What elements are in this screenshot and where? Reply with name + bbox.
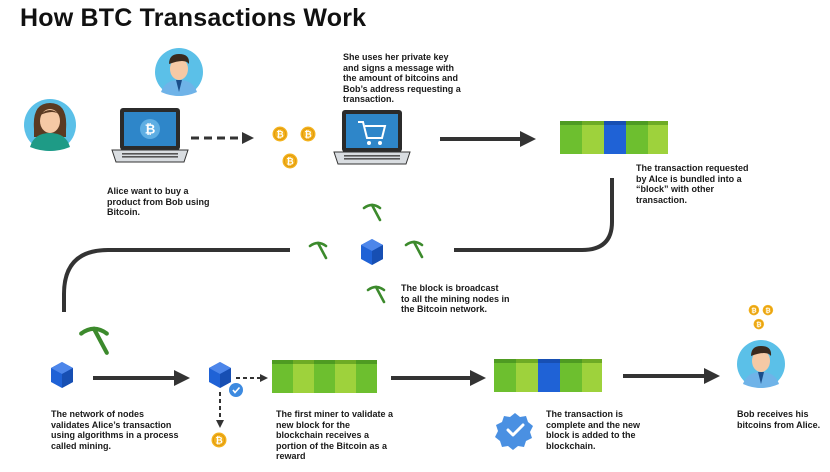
curve-to-mining-left (62, 248, 290, 312)
caption-line: The block is broadcast (401, 283, 499, 293)
caption-bob-receives: Bob receives his bitcoins from Alice. (737, 409, 820, 430)
caption-alice-buy: Alice want to buy a product from Bob usi… (107, 186, 210, 218)
pick-icon-bottom (366, 285, 386, 304)
caption-line: product from Bob using (107, 196, 210, 207)
pick-icon-right (404, 240, 424, 259)
caption-line: blockchain. (546, 440, 596, 451)
reward-coin-icon (211, 432, 227, 448)
caption-line: bitcoins from Alice. (737, 419, 821, 430)
coins-cluster (272, 126, 316, 169)
block-row-validated (272, 360, 377, 393)
laptop-bitcoin: ₿ (111, 108, 189, 163)
caption-line: using algorithms in a process (51, 430, 179, 440)
caption-line: The first miner to validate a (276, 409, 394, 419)
curve-to-broadcast-right (454, 178, 614, 252)
block-row-complete (494, 359, 602, 392)
caption-line: validates Alice’s transaction (51, 419, 172, 430)
verified-badge-small (229, 383, 243, 397)
caption-mining: The network of nodes validates Alice’s t… (51, 409, 179, 451)
caption-line: The transaction requested (636, 163, 749, 173)
caption-line: Bob’s address requesting a (343, 83, 461, 94)
bob-avatar-bottom (737, 340, 785, 388)
caption-line: The network of nodes (51, 409, 145, 419)
svg-text:₿: ₿ (145, 123, 156, 138)
caption-line: transaction. (343, 94, 395, 104)
caption-line: transaction. (636, 194, 688, 205)
caption-line: Bob receives his (737, 409, 809, 419)
caption-line: The transaction is (546, 409, 624, 419)
caption-line: reward (276, 451, 306, 461)
bob-coins (748, 304, 774, 330)
laptop-cart (333, 110, 411, 165)
page-title: How BTC Transactions Work (20, 4, 367, 32)
node-block-cube (51, 362, 73, 388)
pick-icon-top (362, 203, 382, 222)
mining-pick-icon (81, 329, 107, 353)
caption-broadcast: The block is broadcast to all the mining… (401, 283, 510, 315)
caption-line: the amount of bitcoins and (343, 73, 458, 83)
bob-avatar-top (155, 48, 203, 96)
caption-line: new block for the (276, 419, 351, 430)
caption-line: and signs a message with (343, 62, 455, 73)
caption-bundled: The transaction requested by Alce is bun… (636, 163, 749, 205)
caption-line: complete and the new (546, 419, 641, 430)
caption-line: called mining. (51, 440, 112, 451)
caption-line: blockchain receives a (276, 430, 370, 440)
caption-reward: The first miner to validate a new block … (276, 409, 393, 462)
caption-line: Alice want to buy a (107, 186, 189, 196)
block-row-bundled (560, 121, 668, 154)
caption-line: to all the mining nodes in (401, 293, 510, 304)
broadcast-block-cube (361, 239, 383, 265)
caption-line: “block” with other (636, 184, 715, 194)
caption-line: by Alce is bundled into a (636, 173, 742, 184)
verified-badge-icon (495, 413, 533, 450)
pick-icon-left (308, 241, 328, 260)
alice-avatar (24, 99, 76, 151)
caption-line: She uses her private key (343, 52, 449, 62)
caption-line: block is added to the (546, 430, 636, 440)
caption-sign: She uses her private key and signs a mes… (343, 52, 461, 105)
caption-line: Bitcoin. (107, 207, 140, 217)
caption-line: portion of the Bitcoin as a (276, 440, 388, 451)
caption-line: the Bitcoin network. (401, 304, 488, 314)
miner-block-cube (209, 362, 231, 388)
caption-complete: The transaction is complete and the new … (546, 409, 640, 451)
